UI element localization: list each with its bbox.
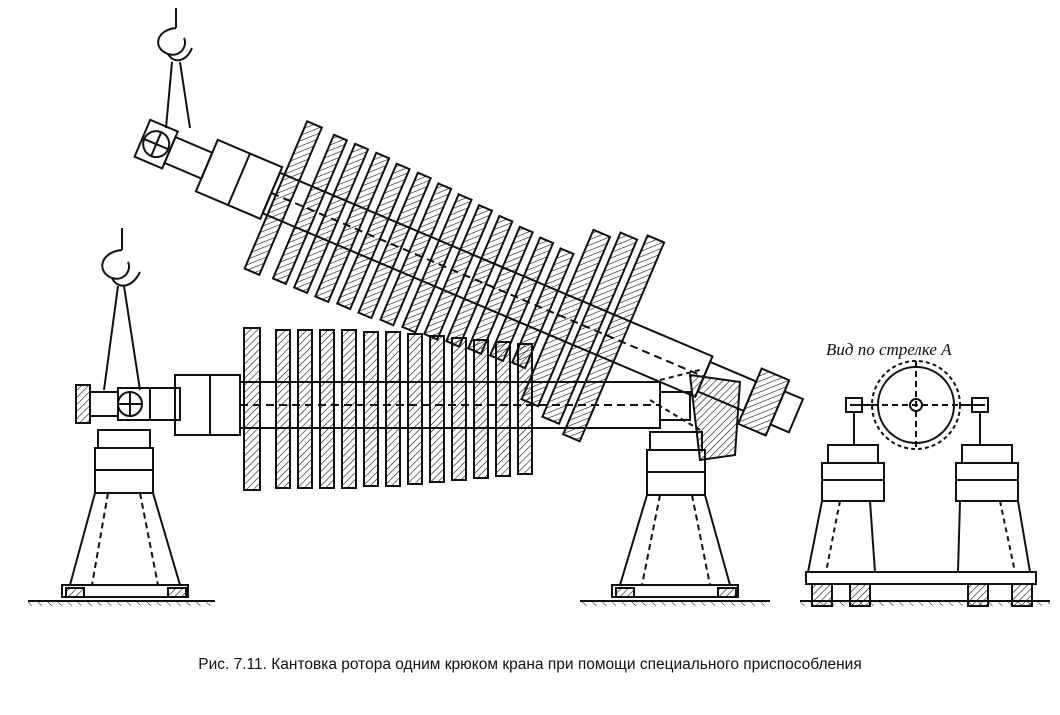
right-support-stand [611, 431, 739, 598]
top-crane-hook [157, 8, 193, 129]
view-a-label: Вид по стрелке А [826, 340, 952, 359]
horizontal-rotor [75, 327, 691, 491]
tilted-rotor [133, 118, 805, 443]
ground-lines [28, 600, 1050, 606]
tilting-fixture-right [649, 369, 742, 462]
left-support-stand [61, 429, 189, 598]
view-a-fixture [805, 360, 1037, 607]
rotor-tilting-drawing [28, 8, 1050, 607]
left-crane-hook [101, 228, 141, 391]
figure-caption: Рис. 7.11. Кантовка ротора одним крюком … [198, 656, 862, 673]
